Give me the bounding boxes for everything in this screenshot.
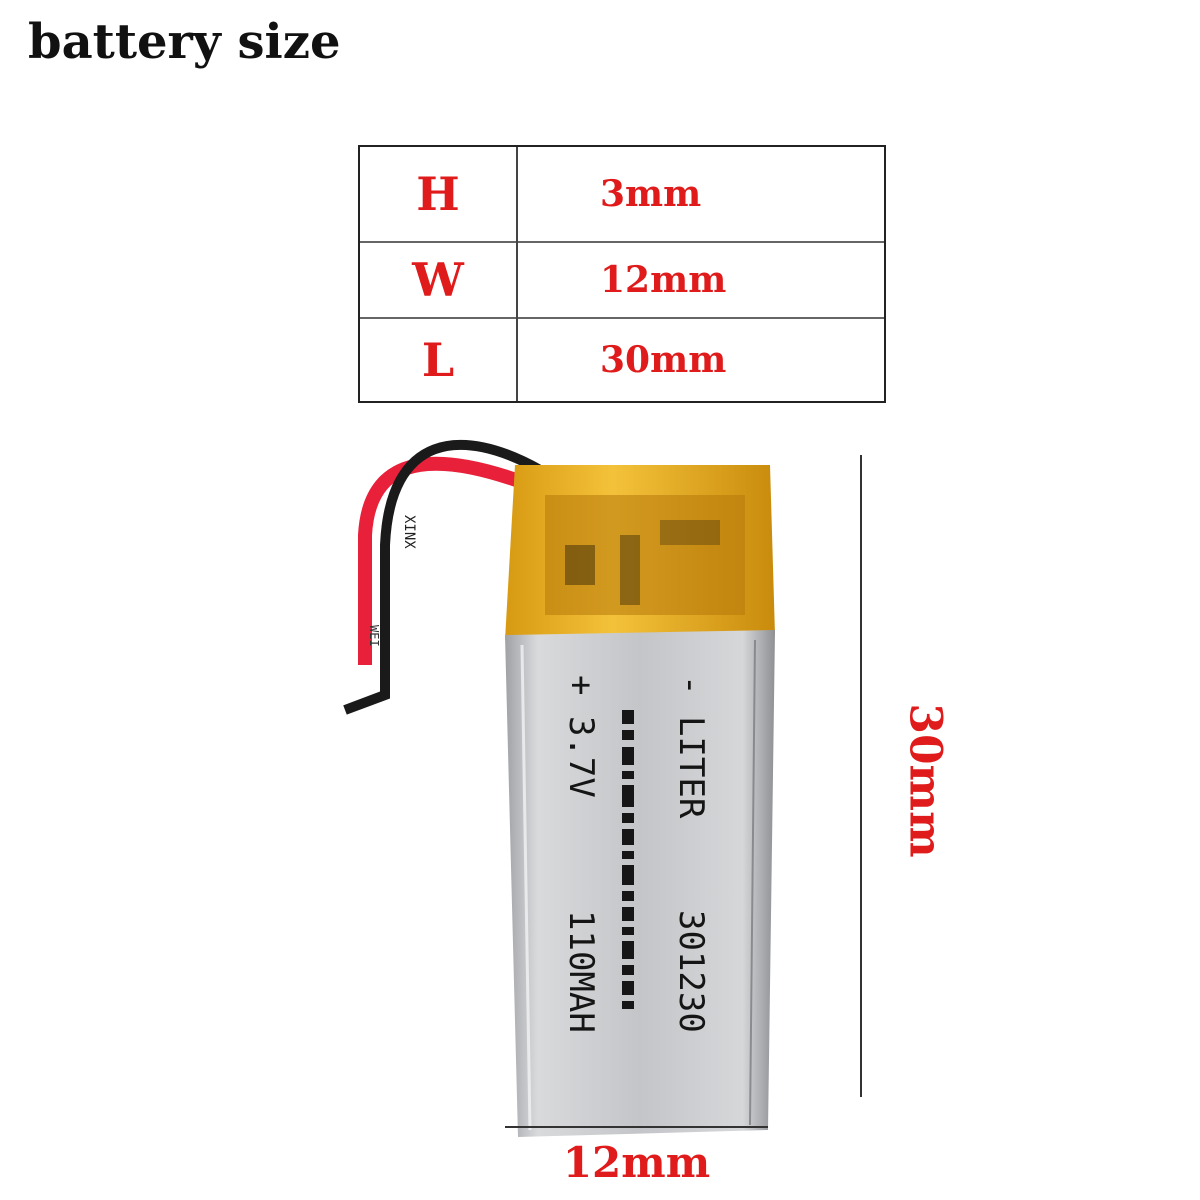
- battery-capacity: 110MAH: [561, 910, 601, 1033]
- row-divider: [360, 317, 884, 319]
- wire-print: WEI: [367, 625, 381, 647]
- height-dimension-text: 30mm: [899, 702, 951, 858]
- width-dimension-label: 12mm: [562, 1138, 711, 1187]
- table-row: W 12mm: [360, 243, 884, 317]
- battery-illustration: XINX WEI -: [330, 425, 790, 1145]
- black-wire: [343, 439, 543, 715]
- page-title: battery size: [28, 14, 341, 70]
- barcode: [622, 710, 634, 1009]
- table-row: L 30mm: [360, 319, 884, 401]
- dimension-key: L: [421, 333, 455, 387]
- wire-print: XINX: [401, 515, 417, 549]
- table-row: H 3mm: [360, 147, 884, 241]
- dimension-value: 3mm: [600, 173, 702, 215]
- column-divider: [516, 147, 518, 401]
- dimension-key: W: [412, 253, 464, 307]
- dimension-value: 12mm: [600, 259, 727, 301]
- dimension-key: H: [416, 167, 460, 221]
- battery-brand: - LITER: [671, 675, 711, 819]
- height-dimension-label: 30mm: [865, 680, 985, 880]
- row-divider: [360, 241, 884, 243]
- battery-image: XINX WEI -: [343, 439, 775, 1137]
- battery-model: 301230: [671, 910, 711, 1033]
- height-dimension-line: [860, 455, 862, 1097]
- battery-cell: [505, 630, 775, 1137]
- width-dimension-line: [505, 1126, 768, 1128]
- dimension-value: 30mm: [600, 339, 727, 381]
- dimensions-table: H 3mm W 12mm L 30mm: [358, 145, 886, 403]
- battery-voltage: + 3.7V: [561, 675, 601, 798]
